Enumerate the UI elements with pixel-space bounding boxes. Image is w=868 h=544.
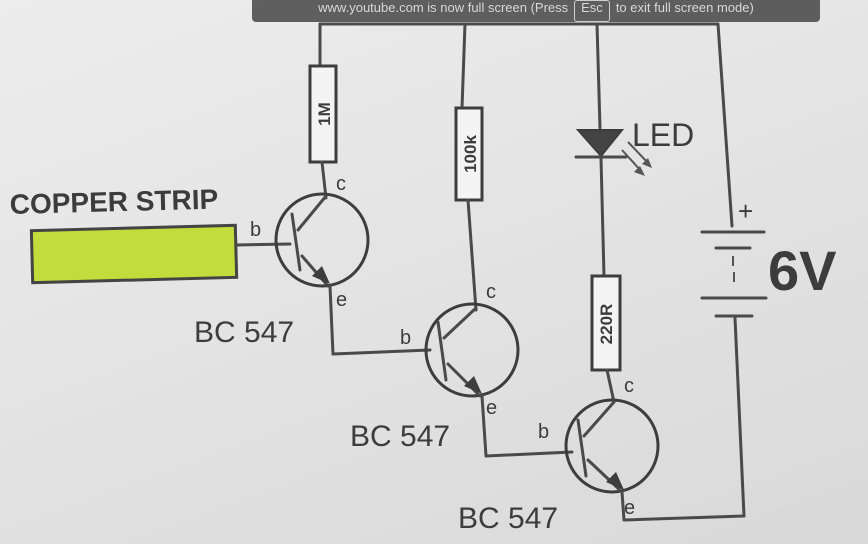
r1-to-q1-collector-wire (320, 160, 328, 200)
resistor-100k-label: 100k (461, 135, 480, 173)
q1-base-bar (290, 212, 302, 272)
resistor-220r (590, 274, 622, 372)
q2-emitter-to-q3-base-wire (480, 394, 574, 458)
led-top-wire (595, 22, 602, 130)
fullscreen-notice-text: www.youtube.com is now full screen (Pres… (318, 0, 569, 15)
q1-collector-lead (296, 194, 328, 232)
fullscreen-notice-text-2: to exit full screen mode) (615, 0, 754, 15)
q3-emitter-arrow (606, 472, 624, 490)
battery-plus-sign: + (738, 196, 753, 226)
battery-top-wire (716, 22, 734, 228)
resistor-220r-label: 220R (597, 304, 616, 345)
q3-pin-e: e (624, 497, 635, 519)
battery-bottom-wire (733, 316, 746, 518)
r2-to-q2-collector-wire (466, 198, 478, 312)
q3-pin-b: b (538, 421, 549, 443)
copper-strip (29, 223, 239, 285)
q1-body (274, 192, 370, 288)
led-emission-arrowhead-1 (642, 158, 652, 168)
q3-pin-c: c (624, 375, 634, 397)
led-label: LED (632, 117, 694, 153)
r2-top-wire (460, 22, 467, 110)
q1-pin-c: c (336, 173, 346, 195)
led-emission-arrowhead-2 (634, 166, 645, 176)
transistor-q1 (274, 192, 370, 288)
r3-to-q3-collector-wire (605, 368, 616, 404)
q3-part-label: BC 547 (458, 502, 558, 535)
q1-emitter-to-q2-base-wire (328, 284, 432, 356)
q2-pin-c: c (486, 281, 496, 303)
copper-strip-label: COPPER STRIP (9, 184, 218, 220)
q3-collector-lead (582, 400, 616, 438)
copper-strip-to-q1-base-wire (234, 242, 292, 247)
resistor-1m-label: 1M (315, 102, 334, 126)
q1-pin-e: e (336, 289, 347, 311)
q1-emitter-arrow (312, 266, 330, 284)
q1-part-label: BC 547 (194, 316, 294, 349)
q2-pin-e: e (486, 397, 497, 419)
q1-pin-b: b (250, 219, 261, 241)
battery-voltage-label: 6V (768, 239, 837, 302)
led-symbol (575, 129, 625, 158)
transistor-q3 (564, 398, 660, 494)
q2-body (424, 302, 520, 398)
q3-body (564, 398, 660, 494)
transistor-q2 (424, 302, 520, 398)
q2-emitter-arrow (464, 376, 482, 394)
q2-pin-b: b (400, 327, 411, 349)
q2-base-bar (436, 320, 448, 382)
q2-part-label: BC 547 (350, 420, 450, 453)
q3-emitter-to-battery-wire (620, 490, 746, 522)
fullscreen-notice: www.youtube.com is now full screen (Pres… (252, 0, 820, 22)
led-to-r3-wire (599, 156, 606, 278)
esc-key-hint: Esc (574, 0, 610, 22)
q3-emitter-lead (586, 458, 624, 494)
q3-base-bar (576, 418, 588, 478)
q2-collector-lead (442, 306, 478, 340)
resistor-100k (454, 106, 484, 202)
